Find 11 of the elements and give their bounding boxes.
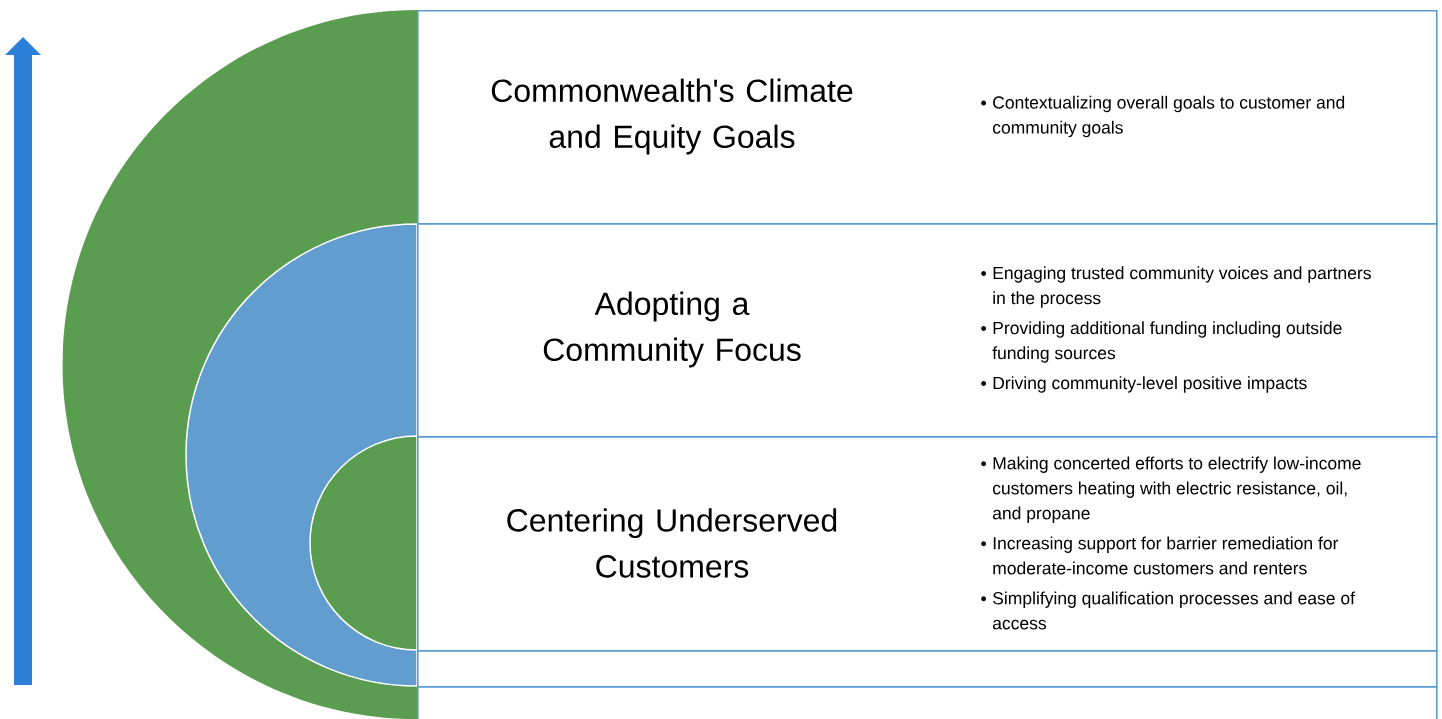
bullet-list: Contextualizing overall goals to customer and community goals (981, 95, 1345, 138)
text-band (417, 10, 1438, 225)
band-title: Adopting a Community Focus (543, 291, 801, 368)
bullet-list: Engaging trusted community voices and partners in the process Providing additional funding including outside funding sources Driving community-level positive impacts (981, 266, 1371, 393)
band-title: Commonwealth's Climate and Equity Goals (491, 78, 853, 155)
text-band (417, 223, 1438, 438)
empty-band (417, 686, 1438, 719)
band-title: Centering Underserved Customers (507, 508, 837, 578)
bullet-list: Making concerted efforts to electrify low-income customers heating with electric resistance, oil, and propane Increasing support for barrier remediation for moderate-income customers and renters Simplifying qualification processes and ease of access (981, 456, 1361, 630)
text-band (417, 436, 1438, 652)
empty-band (417, 650, 1438, 688)
